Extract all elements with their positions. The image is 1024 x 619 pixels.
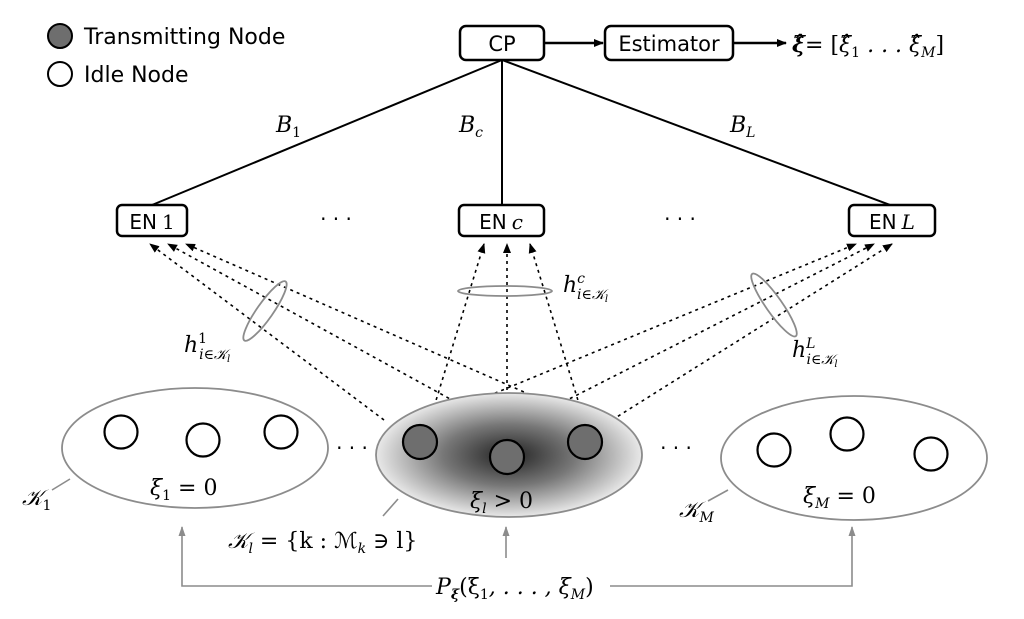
cluster-kl-pointer <box>382 498 399 517</box>
cp-label: CP <box>488 32 515 56</box>
prior-distribution-label: Pξ(ξ1, . . . , ξM) <box>435 575 594 603</box>
cluster-km-label: 𝒦M <box>679 498 714 526</box>
idle-node <box>913 436 949 472</box>
transmitting-node-legend-icon <box>47 23 73 49</box>
cluster-km-activity: ξM = 0 <box>803 484 876 512</box>
backhaul-label-bl: BL <box>729 113 755 141</box>
cluster-k1-label: 𝒦1 <box>22 486 51 514</box>
prior-arrow-to-k1 <box>178 526 432 587</box>
backhaul-label-bc: Bc <box>458 113 483 141</box>
cluster-k1-activity: ξ1 = 0 <box>150 476 217 504</box>
backhaul-links: B1 Bc BL <box>151 59 891 206</box>
channel-group-enc-ellipse <box>457 285 553 297</box>
backhaul-link-1 <box>151 59 503 206</box>
channel-to-enl-b <box>519 243 875 425</box>
channel-to-enc-a <box>429 243 486 421</box>
channel-to-en1-c <box>185 243 589 421</box>
backhaul-label-b1: B1 <box>275 113 301 141</box>
cluster-km-pointer <box>707 489 729 502</box>
estimator-label: Estimator <box>618 32 720 56</box>
cluster-ellipsis-right: · · · <box>660 436 692 460</box>
cluster-kl: ξl > 0 𝒦l = {k : ℳk ∋ l} <box>228 392 643 557</box>
prior-feed <box>178 526 856 587</box>
cluster-k1: ξ1 = 0 𝒦1 <box>22 387 329 514</box>
idle-node <box>263 414 299 450</box>
transmitting-node <box>488 438 526 476</box>
edge-node-1-box <box>115 203 189 238</box>
channel-group-enl-ellipse <box>750 272 798 338</box>
idle-node <box>103 414 139 450</box>
channel-to-en1-b <box>167 243 493 423</box>
cluster-ellipsis-left: · · · <box>336 436 368 460</box>
transmitting-node <box>401 423 439 461</box>
channel-group-en1-ellipse <box>242 280 288 342</box>
estimate-vector-symbol: ξ̂ <box>792 32 806 58</box>
estimate-output-expression: ξ̂= [ξ̂1 . . . ξ̂M] <box>792 32 944 61</box>
idle-node-legend-icon <box>47 61 73 87</box>
edge-node-l-box <box>847 203 937 238</box>
channel-to-enc-c <box>528 243 585 421</box>
central-processor-block: CP <box>458 24 546 62</box>
estimator-block: Estimator <box>603 24 735 62</box>
idle-node <box>185 422 221 458</box>
edge-node-ellipsis-left: · · · <box>320 207 352 231</box>
prior-arrow-to-km <box>610 526 856 587</box>
cluster-km: ξM = 0 𝒦M <box>679 395 988 526</box>
cluster-k1-pointer <box>51 478 71 491</box>
cluster-kl-definition: 𝒦l = {k : ℳk ∋ l} <box>228 529 417 557</box>
idle-node <box>829 416 865 452</box>
legend: Transmitting Node Idle Node <box>47 23 285 88</box>
legend-transmitting-label: Transmitting Node <box>83 25 285 50</box>
idle-node <box>756 432 792 468</box>
backhaul-link-l <box>501 59 891 206</box>
cluster-km-ellipse <box>720 395 988 521</box>
transmitting-node <box>566 423 604 461</box>
edge-node-ellipsis-right: · · · <box>664 207 696 231</box>
edge-node-c-box <box>457 203 546 238</box>
legend-idle-label: Idle Node <box>84 63 189 88</box>
channel-to-enl-c <box>611 243 893 421</box>
cluster-kl-activity: ξl > 0 <box>470 489 533 517</box>
